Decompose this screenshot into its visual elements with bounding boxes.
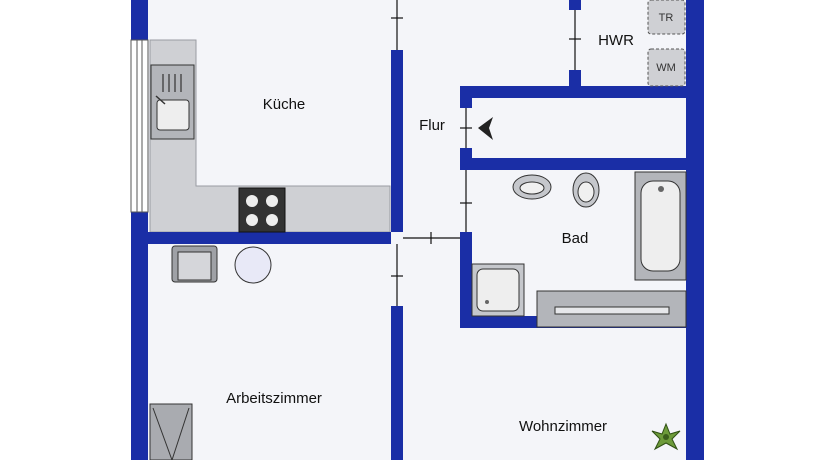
toilet-icon — [572, 172, 600, 208]
entrance-arrow-icon — [478, 117, 493, 140]
stove-icon — [238, 187, 286, 233]
room-label-arbeitszimmer: Arbeitszimmer — [226, 390, 322, 407]
kitchen-window — [130, 39, 149, 213]
dryer-icon: TR — [647, 0, 686, 35]
room-label-wohnzimmer: Wohnzimmer — [519, 418, 607, 435]
interior-walls — [148, 0, 686, 460]
round-table-icon — [234, 246, 272, 284]
room-label-bad: Bad — [562, 230, 589, 247]
bathtub-icon — [634, 171, 687, 281]
vanity-icon — [536, 290, 687, 328]
room-label-hwr: HWR — [598, 32, 634, 49]
washer-label: WM — [656, 62, 676, 74]
desk-icon — [149, 403, 193, 460]
plant-icon — [651, 422, 681, 451]
room-label-kueche: Küche — [263, 96, 306, 113]
room-label-flur: Flur — [419, 117, 445, 134]
washer-icon: WM — [647, 48, 686, 87]
dryer-label: TR — [659, 12, 674, 24]
outer-walls — [131, 0, 704, 460]
washbasin-icon — [512, 174, 552, 200]
kitchen-sink-icon — [150, 64, 195, 140]
armchair-icon — [171, 245, 218, 283]
shower-icon — [471, 263, 525, 317]
door-marks — [391, 0, 581, 306]
